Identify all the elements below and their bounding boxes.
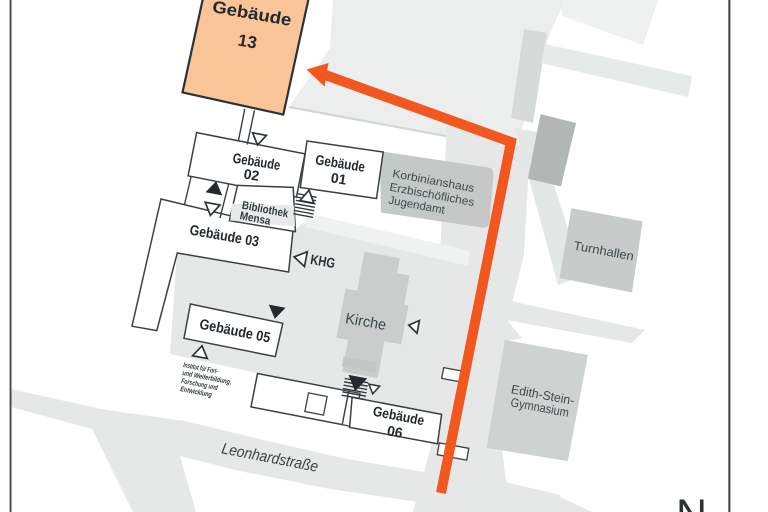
svg-text:Gebäude: Gebäude — [232, 150, 282, 173]
svg-text:Mensa: Mensa — [239, 210, 272, 228]
svg-text:N: N — [676, 491, 707, 512]
svg-text:01: 01 — [330, 169, 348, 187]
svg-text:06: 06 — [386, 422, 405, 441]
svg-text:13: 13 — [236, 31, 258, 53]
svg-text:Gebäude: Gebäude — [314, 151, 366, 175]
svg-text:02: 02 — [243, 166, 261, 184]
svg-text:Kirche: Kirche — [344, 310, 387, 334]
svg-text:KHG: KHG — [309, 251, 336, 271]
